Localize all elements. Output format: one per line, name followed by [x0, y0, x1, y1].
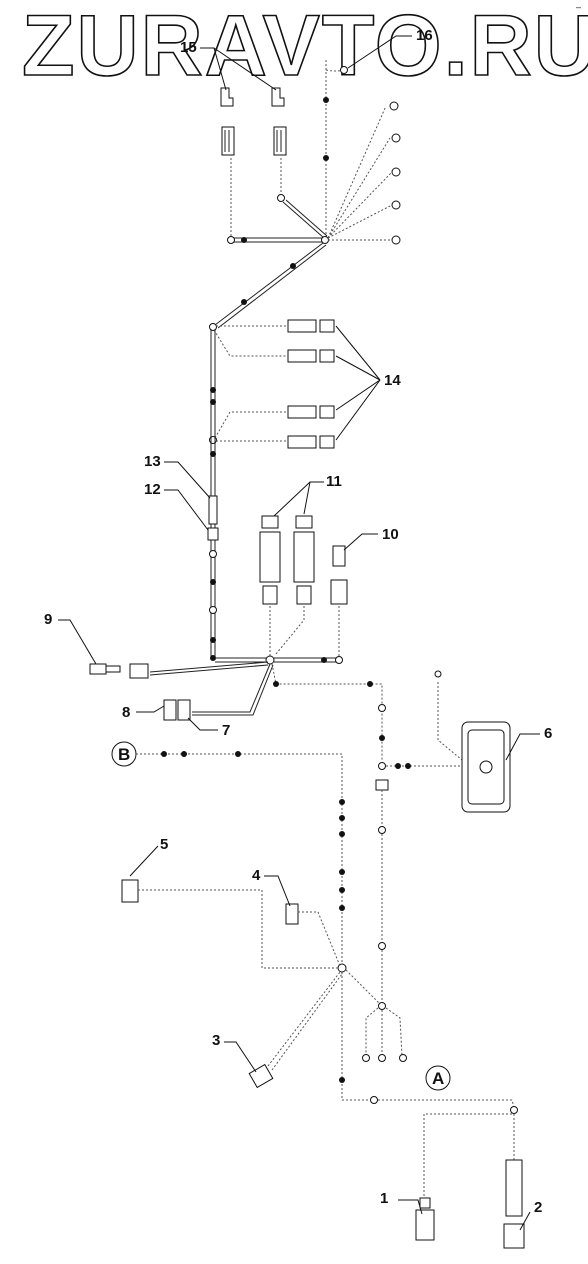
connector-1 — [415, 1197, 435, 1241]
connector-group-10 — [330, 545, 348, 656]
lower-branches — [121, 879, 381, 1089]
watermark-text: ZURAVTO.RU — [22, 0, 588, 94]
cluster-a: A — [362, 1002, 451, 1091]
callout-13: 13 — [144, 453, 161, 470]
callout-14: 14 — [384, 372, 401, 389]
central-junction — [89, 655, 463, 1004]
connector-14a — [287, 319, 335, 333]
left-trunk — [207, 329, 219, 661]
connector-14c — [287, 405, 335, 419]
connector-12 — [207, 527, 219, 541]
callouts: 1 2 3 4 5 6 7 8 9 10 11 12 — [44, 27, 552, 1231]
connector-14b — [287, 349, 335, 363]
callout-8: 8 — [122, 704, 130, 721]
connector-7 — [177, 699, 191, 721]
callout-12: 12 — [144, 481, 161, 498]
callout-15: 15 — [180, 39, 197, 56]
connector-group-14 — [209, 319, 335, 449]
connector-6-ecu — [461, 721, 511, 813]
line-b: B — [111, 741, 347, 1100]
callout-6: 6 — [544, 725, 552, 742]
callout-2: 2 — [534, 1199, 542, 1216]
connector-5 — [121, 879, 139, 903]
connector-15-right — [271, 87, 287, 156]
connector-9 — [89, 663, 149, 679]
reference-letter-b: B — [118, 745, 130, 764]
callout-16: 16 — [416, 27, 433, 44]
connector-2 — [503, 1159, 525, 1249]
ring-terminals — [389, 101, 401, 245]
callout-11: 11 — [326, 473, 342, 490]
callout-10: 10 — [382, 526, 399, 543]
connector-14d — [287, 435, 335, 449]
connector-15-left — [220, 87, 235, 156]
bottom-branch — [342, 1096, 525, 1249]
reference-circle-a — [425, 1065, 451, 1091]
connector-4 — [285, 903, 299, 925]
connector-13 — [208, 495, 218, 525]
callout-5: 5 — [160, 836, 168, 853]
corner-mark: – — [576, 2, 581, 12]
reference-letter-a: A — [432, 1069, 444, 1088]
callout-9: 9 — [44, 611, 52, 628]
callout-7: 7 — [222, 722, 230, 739]
top-branch — [214, 60, 401, 329]
callout-4: 4 — [252, 867, 261, 884]
connector-8 — [163, 699, 177, 721]
connector-group-11 — [259, 515, 315, 656]
callout-1: 1 — [380, 1190, 388, 1207]
callout-3: 3 — [212, 1032, 220, 1049]
